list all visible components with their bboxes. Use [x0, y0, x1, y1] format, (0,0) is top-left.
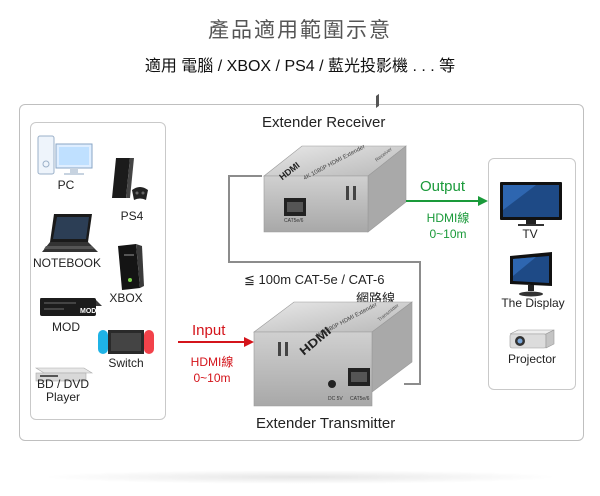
- bd-dvd-label-line1: BD / DVD: [36, 377, 89, 391]
- tv-label: TV: [522, 227, 538, 241]
- extender-receiver-device: [263, 93, 407, 233]
- output-label: Output: [420, 178, 466, 195]
- switch-icon: [98, 330, 154, 354]
- pc-label: PC: [57, 178, 75, 192]
- input-range-label: 0~10m: [193, 371, 231, 385]
- mod-label: MOD: [52, 320, 80, 334]
- display-label: The Display: [501, 296, 565, 310]
- mod-icon: [40, 298, 102, 316]
- transmitter-port-label: CAT5e/6: [350, 396, 370, 402]
- xbox-label: XBOX: [109, 291, 143, 305]
- pc-icon: [37, 135, 93, 175]
- page-subtitle: 適用 電腦 / XBOX / PS4 / 藍光投影機 . . . 等: [144, 58, 456, 75]
- output-range-label: 0~10m: [429, 227, 467, 241]
- ps4-icon: [112, 158, 148, 200]
- xbox-icon: [118, 244, 144, 290]
- transmitter-dc-label: DC 5V: [328, 396, 343, 402]
- bd-dvd-label-line2: Player: [45, 390, 80, 404]
- extender-transmitter-device: [253, 301, 413, 407]
- notebook-label: NOTEBOOK: [32, 256, 101, 270]
- tv-icon: [500, 182, 562, 226]
- projector-label: Projector: [507, 352, 557, 366]
- ps4-label: PS4: [120, 209, 144, 223]
- switch-label: Switch: [108, 356, 144, 370]
- notebook-icon: [42, 214, 98, 252]
- output-cable-label: HDMI線: [426, 211, 470, 225]
- page-title: 產品適用範圍示意: [208, 19, 392, 42]
- dvd-player-icon: [34, 367, 94, 382]
- receiver-label: Extender Receiver: [262, 114, 386, 131]
- network-cable-label: ≦ 100m CAT-5e / CAT-6: [244, 272, 385, 287]
- projector-icon: [509, 329, 555, 349]
- display-icon: [510, 252, 552, 297]
- frame-shadow: [40, 470, 560, 484]
- transmitter-label: Extender Transmitter: [256, 415, 396, 432]
- input-cable-label: HDMI線: [190, 355, 234, 369]
- receiver-port-label: CAT5e/6: [284, 218, 304, 224]
- mod-badge: MOD: [80, 308, 97, 315]
- input-label: Input: [192, 322, 226, 339]
